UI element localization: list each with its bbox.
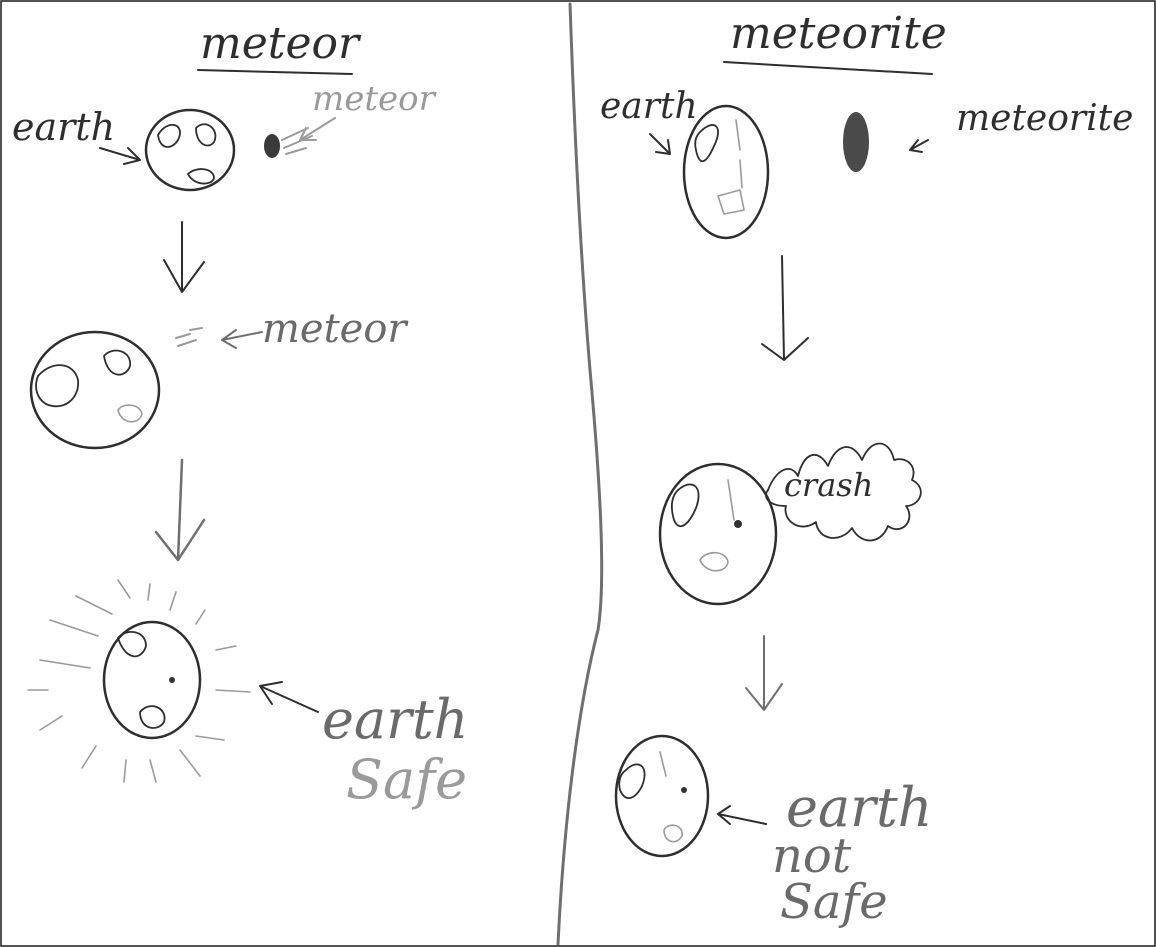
right-crash-label: crash <box>784 466 873 504</box>
right-step1: earth meteorite <box>600 86 1133 240</box>
right-panel: meteorite earth meteorite crash <box>600 8 1133 930</box>
earth-continents <box>671 483 700 527</box>
impact-point-icon <box>681 787 687 793</box>
left-down-arrow-2 <box>154 458 206 562</box>
right-earth-label: earth <box>600 86 698 127</box>
earth-continents <box>618 763 646 799</box>
left-safe-caption-2: Safe <box>346 748 467 811</box>
earth-crater <box>659 751 683 843</box>
left-safe-arrow <box>259 681 319 713</box>
earth-lake <box>699 479 735 572</box>
earth-globe-icon <box>102 620 202 740</box>
right-down-arrow-2 <box>745 635 783 711</box>
right-title-underline <box>723 61 933 75</box>
meteor-rock-icon <box>264 134 280 158</box>
left-safe-caption-1: earth <box>322 688 468 751</box>
meteor-dust <box>175 327 203 347</box>
safe-glow-rays <box>27 579 251 783</box>
earth-globe-icon <box>144 108 236 192</box>
panel-divider <box>556 2 604 946</box>
left-panel: meteor earth meteor meteor <box>12 18 468 811</box>
earth-continents <box>35 349 131 408</box>
earth-continents <box>157 123 217 185</box>
left-step3: earth Safe <box>27 579 468 811</box>
right-step3: earth not Safe <box>614 734 932 930</box>
earth-globe-icon <box>29 330 161 450</box>
meteor-trail <box>281 127 313 155</box>
right-down-arrow-1 <box>761 255 809 361</box>
earth-lake <box>117 404 143 423</box>
earth-continents <box>694 124 719 163</box>
earth-globe-icon <box>614 734 710 858</box>
earth-globe-icon <box>658 462 778 606</box>
left-step1: earth meteor <box>12 79 437 192</box>
right-meteorite-arrow <box>909 139 929 153</box>
left-title: meteor <box>200 18 362 69</box>
earth-dot <box>169 677 175 683</box>
right-meteorite-label: meteorite <box>956 98 1133 139</box>
earth-lines <box>717 119 745 215</box>
right-caption-2: not <box>772 828 852 884</box>
left-meteor-label-2: meteor <box>262 306 409 352</box>
left-meteor-arrow <box>299 117 336 141</box>
left-meteor-label: meteor <box>312 79 437 119</box>
meteorite-rock-icon <box>843 112 869 172</box>
right-step2: crash <box>658 442 922 606</box>
earth-globe-icon <box>682 104 770 240</box>
left-earth-label: earth <box>12 105 115 149</box>
earth-continents <box>117 631 166 729</box>
right-not-safe-arrow <box>717 805 767 825</box>
left-title-underline <box>197 69 353 75</box>
right-title: meteorite <box>730 8 947 59</box>
left-meteor-arrow-2 <box>221 329 263 349</box>
impact-point-icon <box>734 520 742 528</box>
right-caption-1: earth <box>786 776 932 839</box>
crash-explosion-icon <box>765 442 922 542</box>
right-caption-3: Safe <box>780 874 888 930</box>
left-step2: meteor <box>29 306 409 450</box>
left-down-arrow-1 <box>163 221 205 293</box>
right-earth-arrow <box>649 133 671 155</box>
left-earth-arrow <box>99 147 141 165</box>
